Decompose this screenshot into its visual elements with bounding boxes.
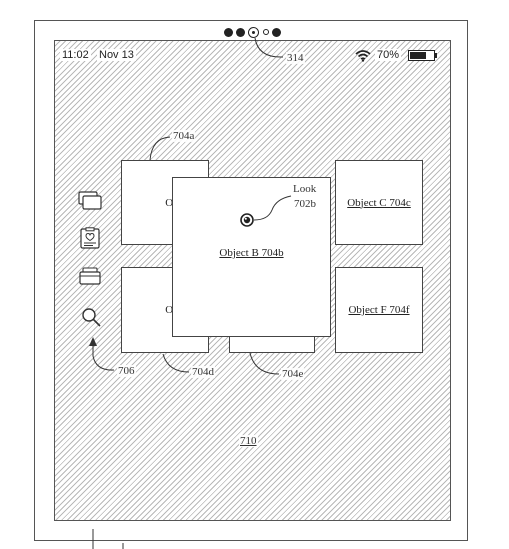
gaze-indicator-icon xyxy=(240,213,254,227)
windows-icon[interactable] xyxy=(78,191,104,211)
battery-icon xyxy=(408,50,435,61)
object-a-reference: 704a xyxy=(172,130,196,142)
object-c-tile[interactable]: Object C 704c xyxy=(335,160,423,245)
battery-tip xyxy=(435,53,437,58)
object-b-label-wrap: Object B 704b xyxy=(172,247,331,259)
background-reference: 710 xyxy=(239,435,258,447)
object-f-tile[interactable]: Object F 704f xyxy=(335,267,423,353)
inbox-icon[interactable] xyxy=(79,267,101,285)
object-d-reference: 704d xyxy=(191,366,215,378)
search-icon[interactable] xyxy=(80,306,102,328)
object-c-label: Object C 704c xyxy=(347,196,411,209)
sensor-dot xyxy=(272,28,281,37)
clipboard-icon[interactable] xyxy=(80,227,100,249)
battery-percent: 70% xyxy=(375,49,402,61)
object-f-label: Object F 704f xyxy=(348,304,410,316)
status-time: 11:02 xyxy=(60,49,91,61)
sensor-dot xyxy=(263,29,269,35)
camera-reference: 314 xyxy=(286,52,305,64)
sidebar-reference: 706 xyxy=(117,365,136,377)
camera-icon xyxy=(248,27,259,38)
look-reference: 702b xyxy=(293,198,317,210)
battery-level-fill xyxy=(410,52,426,59)
object-b-label: Object B 704b xyxy=(219,247,284,259)
wifi-icon xyxy=(355,50,371,62)
object-e-reference: 704e xyxy=(281,368,305,380)
look-label: Look xyxy=(292,183,318,195)
status-date: Nov 13 xyxy=(97,49,136,61)
sensor-dot xyxy=(236,28,245,37)
sensor-dot xyxy=(224,28,233,37)
